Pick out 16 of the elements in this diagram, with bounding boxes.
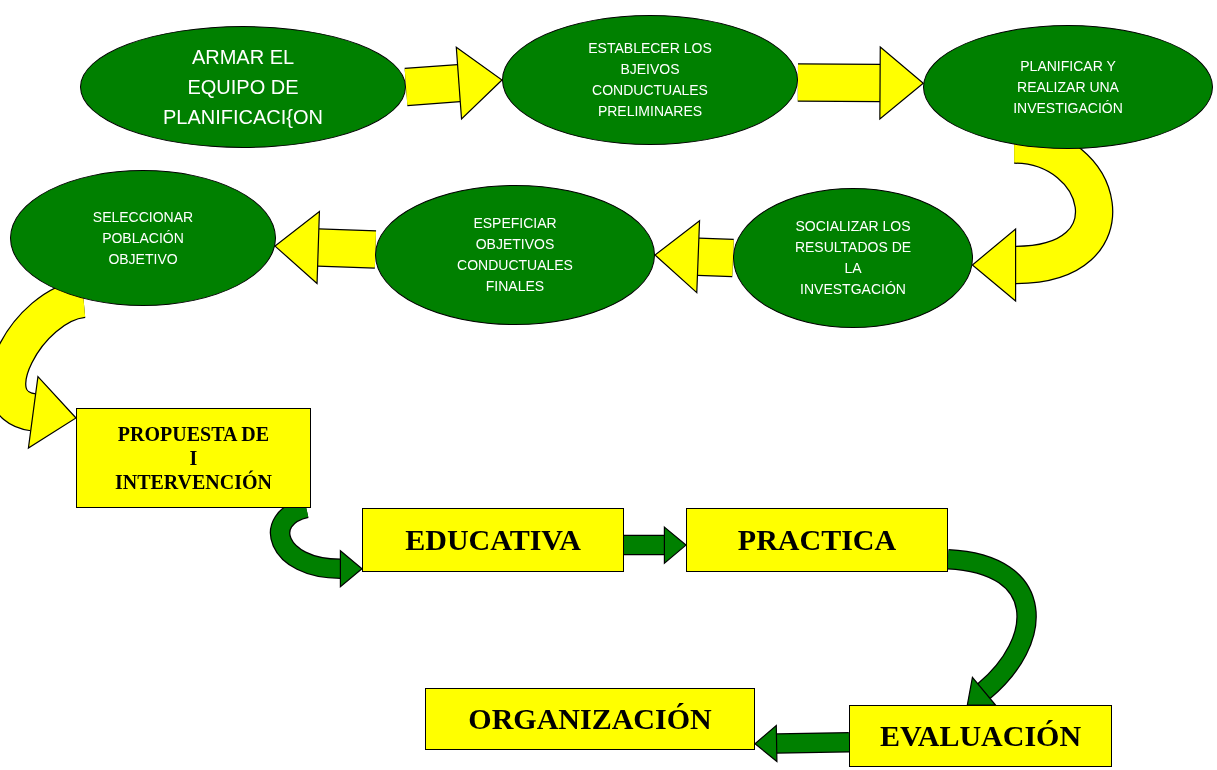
process-box [849,705,1112,767]
box-label: ORGANIZACIÓN [468,701,712,737]
step-label: ESPEFICIAR OBJETIVOS CONDUCTUALES FINALES [456,214,574,296]
box-label: EVALUACIÓN [879,718,1082,754]
box-label: PROPUESTA DE I INTERVENCIÓN [113,422,274,494]
box-label: EDUCATIVA [405,522,581,558]
step-label: ARMAR EL EQUIPO DE PLANIFICACI{ON [161,45,324,130]
process-box [362,508,624,572]
step-label: SELECCIONAR POBLACIÓN OBJETIVO [91,207,195,269]
process-box [686,508,948,572]
step-label: PLANIFICAR Y REALIZAR UNA INVESTIGACIÓN [1012,56,1124,118]
process-box [425,688,755,750]
process-box [76,408,311,508]
box-label: PRACTICA [737,522,897,558]
step-label: SOCIALIZAR LOS RESULTADOS DE LA INVESTGACIÓN [793,217,913,299]
step-label: ESTABLECER LOS BJEIVOS CONDUCTUALES PRELIMINARES [587,39,713,121]
